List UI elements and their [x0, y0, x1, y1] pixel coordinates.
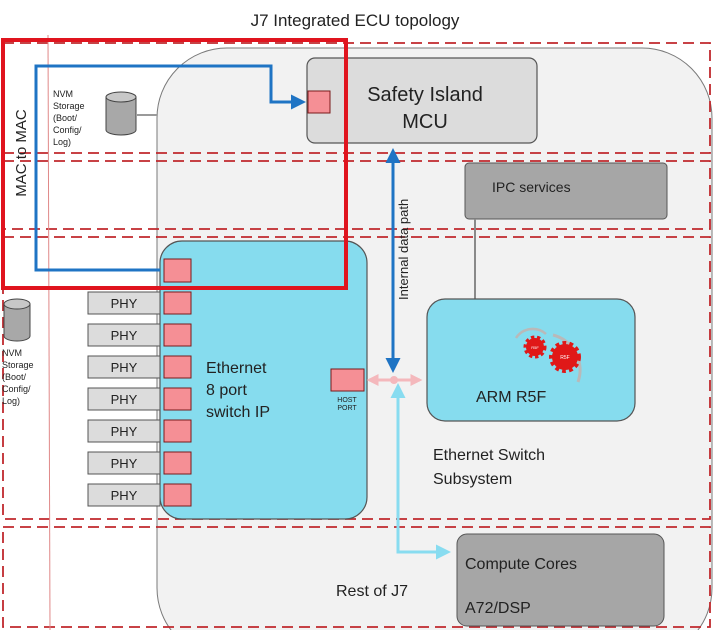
nvm-left-line-3: (Boot/	[2, 372, 27, 382]
phy-group: PHY PHY PHY PHY PHY PHY PHY	[87, 291, 192, 507]
arm-r5f-box[interactable]	[426, 298, 636, 422]
phy-box[interactable]	[87, 419, 161, 443]
safety-island-label-2: MCU	[402, 111, 448, 133]
phy-label: PHY	[111, 392, 138, 407]
compute-a72-label: A72/DSP	[465, 600, 531, 617]
database-icon	[105, 91, 137, 136]
phy-label: PHY	[111, 456, 138, 471]
mac-to-mac-port[interactable]	[163, 258, 192, 283]
gear-big-label: R5F	[560, 355, 569, 361]
phy-port[interactable]	[163, 483, 192, 507]
ethernet-domain-band	[2, 236, 711, 520]
ipc-services-label: IPC services	[492, 179, 571, 195]
safety-island-box[interactable]	[306, 57, 538, 144]
gear-small-label: R5F	[531, 345, 539, 350]
phy-label: PHY	[111, 488, 138, 503]
ipc-services-box[interactable]	[464, 162, 668, 220]
ethernet-switch-label-1: Ethernet	[206, 360, 267, 377]
phy-label: PHY	[111, 424, 138, 439]
nvm-top-line-2: Storage	[53, 101, 85, 111]
nvm-left-line-5: Log)	[2, 396, 20, 406]
phy-box[interactable]	[87, 483, 161, 507]
compute-domain-band	[2, 526, 711, 628]
nvm-top-line-3: (Boot/	[53, 113, 78, 123]
host-port-label-1: HOST	[337, 397, 357, 404]
phy-label: PHY	[111, 328, 138, 343]
mac-to-mac-label: MAC to MAC	[13, 109, 30, 197]
diagram-title: J7 Integrated ECU topology	[251, 11, 460, 30]
rest-of-j7-label: Rest of J7	[336, 583, 408, 600]
host-port[interactable]	[330, 368, 365, 392]
nvm-storage-top[interactable]: NVM Storage (Boot/ Config/ Log)	[53, 89, 157, 147]
phy-box[interactable]	[87, 387, 161, 411]
nvm-storage-left[interactable]: NVM Storage (Boot/ Config/ Log)	[2, 298, 34, 406]
arm-r5f-label: ARM R5F	[476, 389, 546, 406]
phy-label: PHY	[111, 296, 138, 311]
database-icon	[3, 298, 31, 342]
nvm-left-line-4: Config/	[2, 384, 31, 394]
phy-box[interactable]	[87, 323, 161, 347]
nvm-left-line-1: NVM	[2, 348, 22, 358]
host-port-label-2: PORT	[337, 405, 357, 412]
phy-box[interactable]	[87, 451, 161, 475]
separator-line	[47, 34, 51, 630]
gear-icon: R5F R5F	[514, 327, 582, 383]
nvm-top-line-1: NVM	[53, 89, 73, 99]
nvm-left-line-2: Storage	[2, 360, 34, 370]
mac-to-mac-path	[34, 64, 306, 272]
subsystem-label-1: Ethernet Switch	[433, 447, 545, 464]
phy-port[interactable]	[163, 451, 192, 475]
phy-box[interactable]	[87, 355, 161, 379]
phy-port[interactable]	[163, 291, 192, 315]
phy-port[interactable]	[163, 355, 192, 379]
highlight-box	[1, 38, 348, 290]
ethernet-switch-label-3: switch IP	[206, 404, 270, 421]
phy-port[interactable]	[163, 387, 192, 411]
phy-port[interactable]	[163, 323, 192, 347]
compute-cores-label: Compute Cores	[465, 556, 577, 573]
phy-label: PHY	[111, 360, 138, 375]
nvm-top-line-4: Config/	[53, 125, 82, 135]
link-junction	[390, 376, 398, 384]
safety-island-port[interactable]	[307, 90, 331, 114]
compute-cores-box[interactable]	[456, 533, 665, 627]
phy-port[interactable]	[163, 419, 192, 443]
host-to-compute-path	[390, 383, 451, 560]
phy-box[interactable]	[87, 291, 161, 315]
safety-island-label-1: Safety Island	[367, 84, 483, 106]
nvm-top-line-5: Log)	[53, 137, 71, 147]
subsystem-label-2: Subsystem	[433, 471, 512, 488]
internal-data-path-label: Internal data path	[396, 199, 411, 300]
ethernet-switch-label-2: 8 port	[206, 382, 247, 399]
